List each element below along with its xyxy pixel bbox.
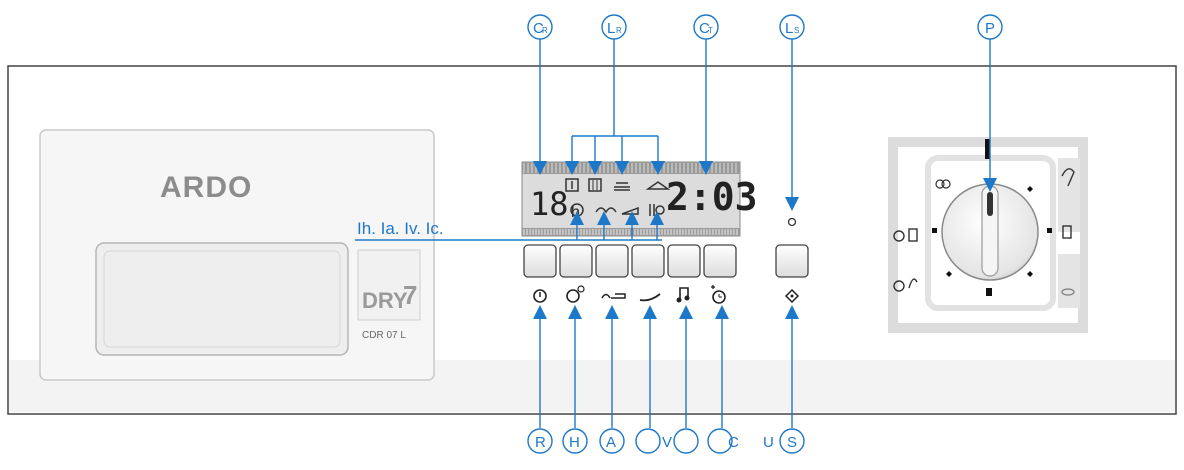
callout-v-right (673, 428, 699, 454)
callout-lr-main: L (607, 20, 615, 37)
callout-a-label: A (606, 434, 616, 451)
callout-v-label: V (662, 434, 672, 451)
delicate-icon (1061, 288, 1075, 296)
music-note-icon (676, 287, 690, 303)
knob-pointer (987, 192, 993, 216)
callout-u-label: U (763, 434, 774, 451)
bottom-callouts: R H A V C U S (527, 305, 805, 454)
anticrease-button[interactable] (595, 244, 629, 278)
cotton-tab-icon (565, 178, 579, 192)
callout-ct-sub: T (708, 26, 713, 35)
indicator-leader: Ih. Ia. Iv. Ic. (355, 211, 664, 241)
dial-ticks (932, 139, 1052, 296)
lcd-time: 2:03 (666, 175, 758, 219)
timed-shirt-icon (893, 278, 918, 292)
dry-badge-number: 7 (403, 280, 417, 310)
callout-p-main: P (985, 20, 995, 37)
callout-cr-sub: R (542, 26, 548, 35)
model-label: CDR 07 L (362, 330, 406, 341)
callout-ls-sub: S (794, 26, 799, 35)
shirt-icon (1061, 168, 1075, 187)
synthetic-tab-icon (588, 178, 602, 192)
brand-logo: ARDO (160, 171, 252, 204)
callout-a (599, 428, 625, 454)
callout-h (562, 428, 588, 454)
top-callouts: C R L R C T L S P (527, 14, 1003, 211)
sound-button[interactable] (667, 244, 701, 278)
cupboard-icon (1062, 225, 1072, 239)
wool-icon (935, 179, 951, 189)
lcd-display: 18 h 2:03 (521, 161, 758, 237)
humidity-button[interactable] (559, 244, 593, 278)
program-selector (888, 137, 1088, 333)
callout-s-label: S (787, 434, 797, 451)
iron-tab-icon (614, 182, 630, 191)
start-diamond-icon (784, 288, 800, 304)
reset-icon (533, 289, 547, 303)
lcd-hours: 18 (530, 185, 569, 223)
callout-ls-main: L (785, 20, 793, 37)
callout-h-label: H (569, 434, 580, 451)
callout-lr-sub: R (616, 26, 622, 35)
hanger-tab-icon (645, 181, 671, 190)
anticrease-button-icon (601, 293, 626, 299)
start-led (787, 217, 797, 227)
start-button[interactable] (775, 244, 809, 278)
indicator-label: Ih. Ia. Iv. Ic. (357, 219, 444, 238)
ventilation-button[interactable] (631, 244, 665, 278)
humidity-button-icon (566, 285, 585, 303)
timed-dry-icon (893, 228, 918, 242)
dry-badge-text: DRY (362, 288, 408, 313)
ventilation-button-icon (639, 293, 661, 302)
callout-r (527, 428, 553, 454)
door-plate: ARDO DRY 7 CDR 07 L (39, 129, 435, 381)
door-handle[interactable] (95, 242, 349, 356)
timer-icon (711, 285, 726, 304)
callout-r-label: R (535, 434, 546, 451)
callout-c (707, 428, 733, 454)
program-buttons (523, 244, 737, 278)
delay-timer-button[interactable] (703, 244, 737, 278)
callout-c-label: C (728, 434, 739, 451)
reset-button[interactable] (523, 244, 557, 278)
dry-badge (357, 249, 421, 321)
callout-v-left (635, 428, 661, 454)
callout-s (779, 428, 805, 454)
callout-ct-main: C (699, 20, 710, 37)
callout-cr-main: C (533, 20, 544, 37)
